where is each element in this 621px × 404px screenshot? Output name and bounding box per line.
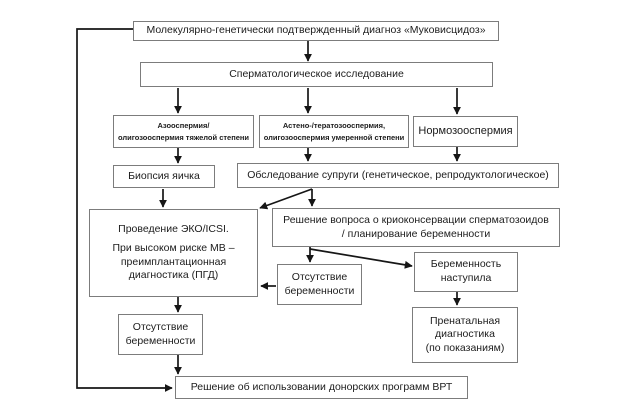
node-asteno-teratozoospermia: Астено-/тератозооспермия, олигозоосперми…: [259, 115, 409, 148]
node-donor-art-programs: Решение об использовании донорских прогр…: [175, 376, 468, 399]
node-azoospermia: Азооспермия/ олигозооспермия тяжелой сте…: [113, 115, 254, 148]
node-diagnosis: Молекулярно-генетически подтвержденный д…: [133, 21, 499, 41]
node-pregnancy-occurred: Беременность наступила: [414, 252, 518, 292]
node-normozoospermia: Нормозооспермия: [413, 116, 518, 147]
node-no-pregnancy-left: Отсутствие беременности: [118, 314, 203, 355]
node-ivf-title: Проведение ЭКО/ICSI.: [118, 223, 229, 236]
node-ivf-subtitle: При высоком риске МВ – преимплантационна…: [112, 241, 235, 282]
node-prenatal-diagnostics: Пренатальная диагностика (по показаниям): [412, 307, 518, 363]
node-ivf-icsi: Проведение ЭКО/ICSI. При высоком риске М…: [89, 209, 258, 297]
node-sperm-study: Сперматологическое исследование: [140, 62, 493, 87]
arrow-wife-exam-to-ivf: [259, 188, 313, 210]
arrow-cryo-to-pregnancy: [309, 248, 413, 269]
node-cryopreservation-decision: Решение вопроса о криоконсервации сперма…: [272, 208, 560, 247]
node-testicular-biopsy: Биопсия яичка: [113, 165, 215, 188]
node-no-pregnancy-middle: Отсутствие беременности: [277, 264, 362, 305]
node-wife-examination: Обследование супруги (генетическое, репр…: [237, 163, 559, 188]
arrow-diagnosis-to-donor-feedback: [76, 28, 173, 392]
